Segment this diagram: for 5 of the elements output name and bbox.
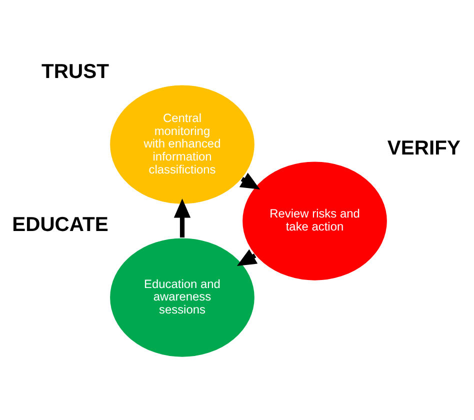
node-ellipse: Central monitoring with enhanced information classifictions [109,84,256,205]
node-label: TRUST [42,60,109,83]
node-label: VERIFY [387,137,460,160]
arrow [174,198,191,238]
node-label: EDUCATE [12,214,108,236]
